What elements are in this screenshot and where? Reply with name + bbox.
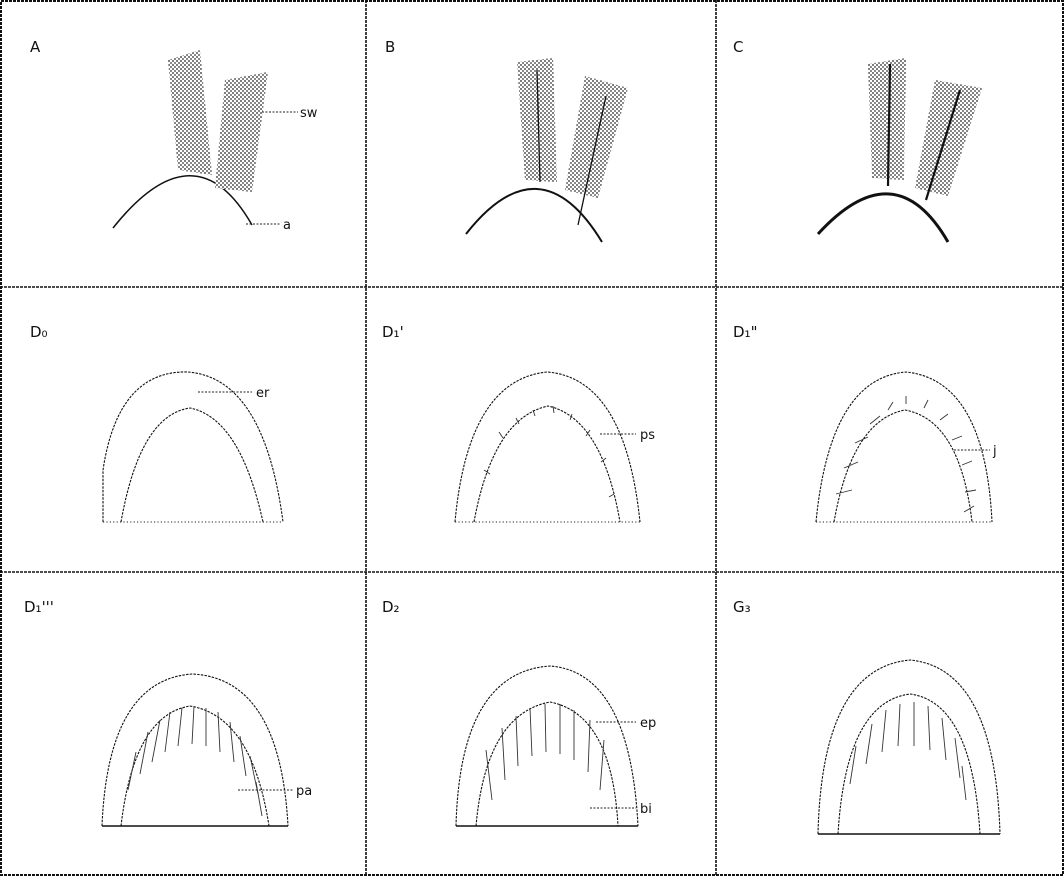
setal-whorl-a [168,50,268,192]
annotation-pa: pa [296,784,312,799]
annotation-a: a [283,218,291,233]
panel-a: A sw a [30,38,318,233]
primordia-d1a [484,406,614,497]
panel-label-b: B [385,38,395,56]
setal-whorl-b [517,58,628,225]
panel-label-d0: D₀ [30,323,48,341]
annotation-sw: sw [300,106,318,121]
annotation-er: er [256,386,270,401]
annotation-j: j [992,444,997,459]
annotation-bi: bi [640,802,652,817]
annotation-ep: ep [640,716,656,731]
primordia-d1b [836,396,976,512]
primordia-d2 [486,704,604,800]
panel-c: C [733,38,982,242]
panel-label-a: A [30,38,41,56]
panel-label-d1c: D₁''' [24,598,54,616]
panel-label-g3: G₃ [733,598,751,616]
panel-label-d1a: D₁' [382,323,404,341]
panel-d2: D₂ ep bi [382,598,656,826]
panel-d0: D₀ er [30,323,283,522]
panel-label-d1b: D₁" [733,323,757,341]
setal-whorl-c [868,58,982,200]
annotation-ps: ps [640,428,655,443]
panel-d1b: D₁" j [733,323,997,522]
panel-label-d2: D₂ [382,598,400,616]
panel-d1a: D₁' ps [382,323,655,522]
panel-d1c: D₁''' pa [24,598,312,826]
panel-b: B [385,38,628,242]
panel-label-c: C [733,38,743,56]
primordia-d1c [128,706,262,816]
panel-g3: G₃ [733,598,1000,834]
